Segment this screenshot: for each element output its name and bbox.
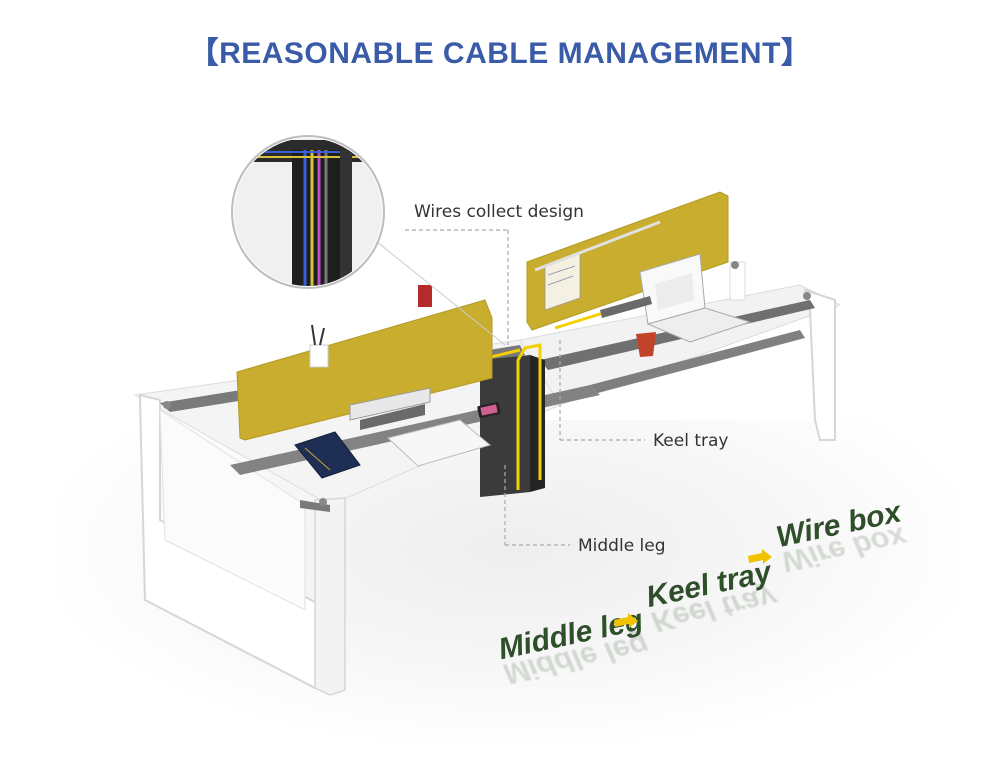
laptop-left [386, 419, 492, 467]
arrow-right-icon [614, 613, 638, 628]
arrow-right-icon [748, 549, 772, 564]
privacy-panel-left [236, 299, 493, 441]
detail-cable-column [234, 138, 382, 286]
frame-right-leg [803, 288, 836, 441]
notebook [294, 431, 361, 479]
red-cup [636, 332, 656, 357]
wire-path-middle [516, 343, 542, 490]
frame-right-back-leg [729, 261, 746, 301]
wire-box-left [349, 387, 431, 421]
wire-box-left-base [360, 404, 425, 430]
keel-beam-right [590, 330, 805, 393]
page-title: 【REASONABLE CABLE MANAGEMENT】 [188, 37, 812, 70]
red-book [418, 285, 432, 307]
callout-keel-tray: Keel tray [653, 431, 729, 451]
pen-cup [309, 344, 329, 368]
middle-leg-side [530, 355, 545, 492]
frame-left-leg-inner [159, 409, 306, 611]
laptop-right-base [646, 307, 752, 343]
wire-box-right [600, 296, 652, 318]
frame-left-leg-side [314, 497, 346, 696]
keel-beam-side [300, 500, 330, 512]
callout-middle-leg: Middle leg [578, 536, 666, 556]
callout-wires-collect: Wires collect design [414, 202, 584, 222]
